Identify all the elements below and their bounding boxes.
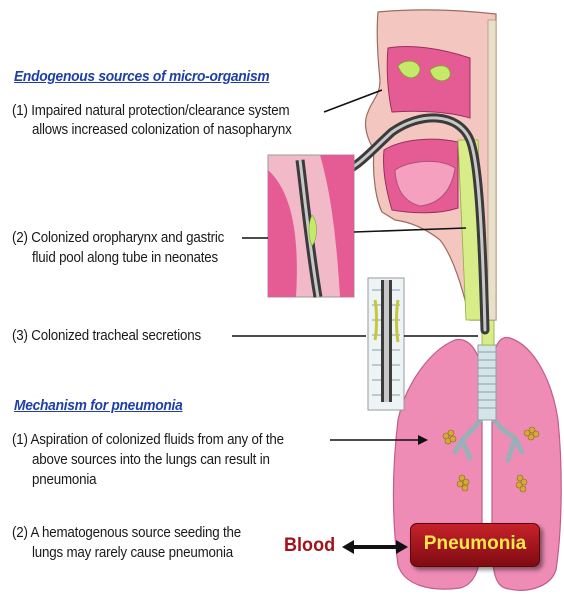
mechanism1-line2: above sources into the lungs can result … — [32, 451, 270, 469]
nasal-cavity — [387, 46, 470, 118]
trachea-inset — [368, 278, 404, 410]
blood-label: Blood — [284, 535, 335, 557]
mechanism1-line1: (1) Aspiration of colonized fluids from … — [12, 431, 284, 449]
pneumonia-label: Pneumonia — [411, 533, 539, 555]
mechanism-heading: Mechanism for pneumonia — [14, 397, 182, 414]
spine — [488, 20, 496, 320]
item2-line2: fluid pool along tube in neonates — [32, 249, 218, 267]
item1-line1: (1) Impaired natural protection/clearanc… — [12, 102, 289, 120]
double-arrow — [342, 540, 408, 554]
item1-line2: allows increased colonization of nasopha… — [32, 121, 292, 139]
endogenous-heading: Endogenous sources of micro-organism — [14, 68, 269, 85]
oropharynx-inset — [268, 155, 354, 297]
item3-text: (3) Colonized tracheal secretions — [12, 327, 201, 345]
item2-line1: (2) Colonized oropharynx and gastric — [12, 229, 224, 247]
mechanism2-line2: lungs may rarely cause pneumonia — [32, 544, 233, 562]
pneumonia-box: Pneumonia — [410, 523, 540, 567]
mechanism2-line1: (2) A hematogenous source seeding the — [12, 524, 241, 542]
mechanism1-line3: pneumonia — [32, 471, 96, 489]
